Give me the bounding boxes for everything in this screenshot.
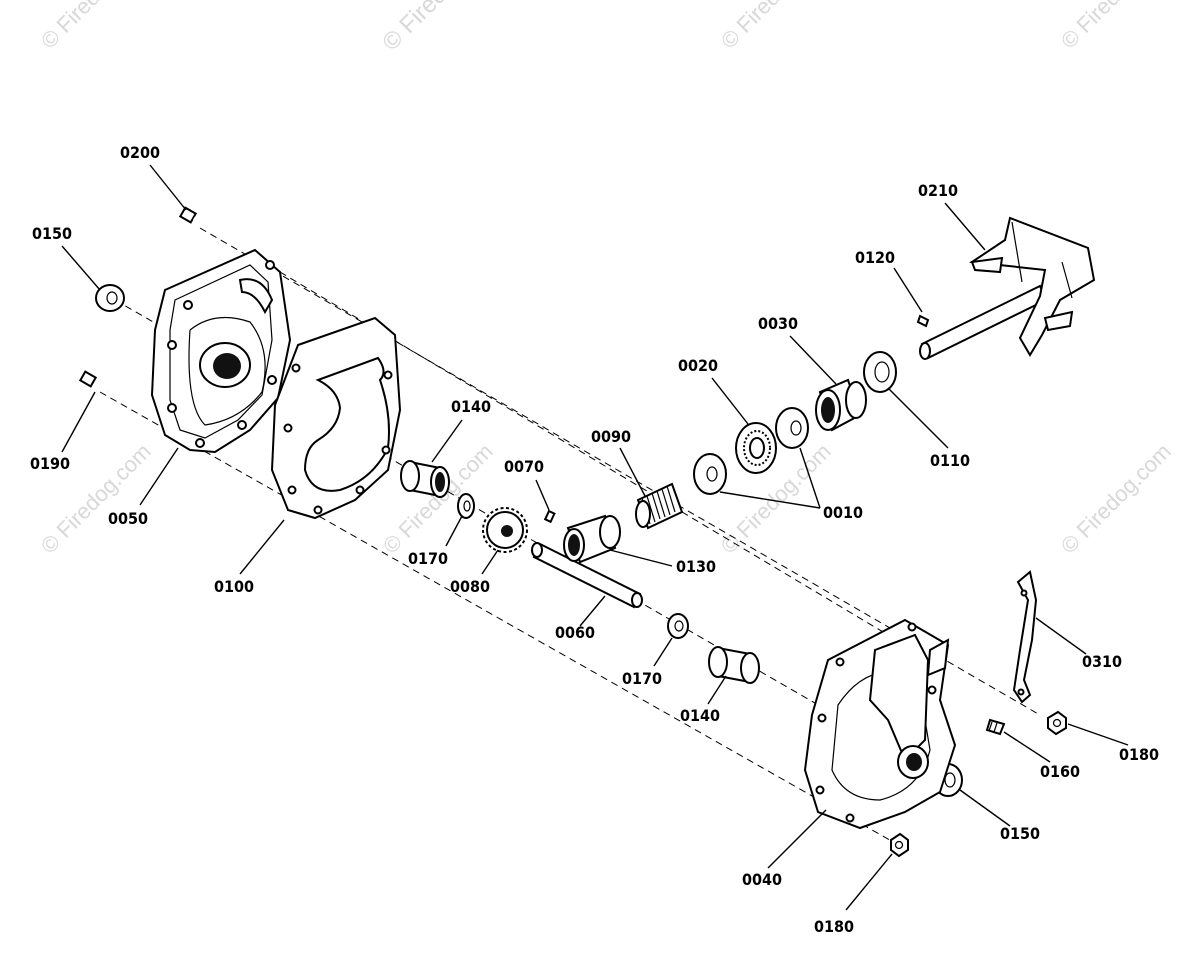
housing-0050 <box>150 248 292 454</box>
callout-0180-right: 0180 <box>1119 745 1159 764</box>
callout-0080: 0080 <box>450 577 490 596</box>
callout-0090: 0090 <box>591 427 631 446</box>
bushing-0140-top <box>400 460 450 498</box>
housing-0040 <box>803 618 957 830</box>
gasket-0100 <box>270 316 402 520</box>
callout-0170-top: 0170 <box>408 549 448 568</box>
bushing-0030 <box>815 378 867 432</box>
callout-0130: 0130 <box>676 557 716 576</box>
bolt-0190 <box>78 370 109 394</box>
watermark-top-mid: © Firedog.com <box>716 0 836 54</box>
key-0070 <box>543 509 556 524</box>
callout-0010: 0010 <box>823 503 863 522</box>
callout-0150-bottom: 0150 <box>1000 824 1040 843</box>
callout-0150-top: 0150 <box>32 224 72 243</box>
washer-0010-a <box>693 453 727 495</box>
auger-0210 <box>919 216 1096 360</box>
callout-0190: 0190 <box>30 454 70 473</box>
watermark-copyright: © Firedog.com <box>377 0 508 56</box>
callout-0160: 0160 <box>1040 762 1080 781</box>
callout-0110: 0110 <box>930 451 970 470</box>
key-0120 <box>916 314 930 328</box>
watermark-top-right: © Firedog.com <box>1056 0 1176 54</box>
callout-0030: 0030 <box>758 314 798 333</box>
callout-0050: 0050 <box>108 509 148 528</box>
sleeve-0130 <box>563 514 621 564</box>
callout-0100: 0100 <box>214 577 254 596</box>
washer-0010-b <box>775 407 809 449</box>
washer-0150-top <box>95 284 125 312</box>
gear-0080 <box>482 507 528 553</box>
watermark-right: © Firedog.com <box>1056 439 1176 559</box>
worm-0090 <box>635 482 684 530</box>
callout-0170-bottom: 0170 <box>622 669 662 688</box>
callout-0310: 0310 <box>1082 652 1122 671</box>
callout-0140-bottom: 0140 <box>680 706 720 725</box>
callout-0070: 0070 <box>504 457 544 476</box>
callout-0140-top: 0140 <box>451 397 491 416</box>
callouts: 0200 0150 0190 0050 0100 0140 0170 0080 … <box>30 143 1159 936</box>
bushing-0140-bottom <box>708 646 760 684</box>
callout-0210: 0210 <box>918 181 958 200</box>
nut-0180-right <box>1047 710 1067 736</box>
washer-0110 <box>863 351 897 393</box>
callout-0200: 0200 <box>120 143 160 162</box>
washer-0170-bottom <box>667 613 689 639</box>
bracket-0310 <box>1012 570 1038 704</box>
watermark-center-left: © Firedog.com <box>378 439 498 559</box>
leader-lines <box>61 164 1129 911</box>
callout-0120: 0120 <box>855 248 895 267</box>
callout-0180-bottom: 0180 <box>814 917 854 936</box>
washer-0170-top <box>457 493 475 519</box>
watermark-top-left: © Firedog.com <box>36 0 156 54</box>
callout-0020: 0020 <box>678 356 718 375</box>
callout-0060: 0060 <box>555 623 595 642</box>
shaft-0060 <box>531 542 643 609</box>
bolt-0200 <box>178 206 208 229</box>
bearing-0020 <box>735 422 777 474</box>
callout-0040: 0040 <box>742 870 782 889</box>
nut-0180-bottom <box>890 832 909 858</box>
setscrew-0160 <box>985 718 1006 736</box>
